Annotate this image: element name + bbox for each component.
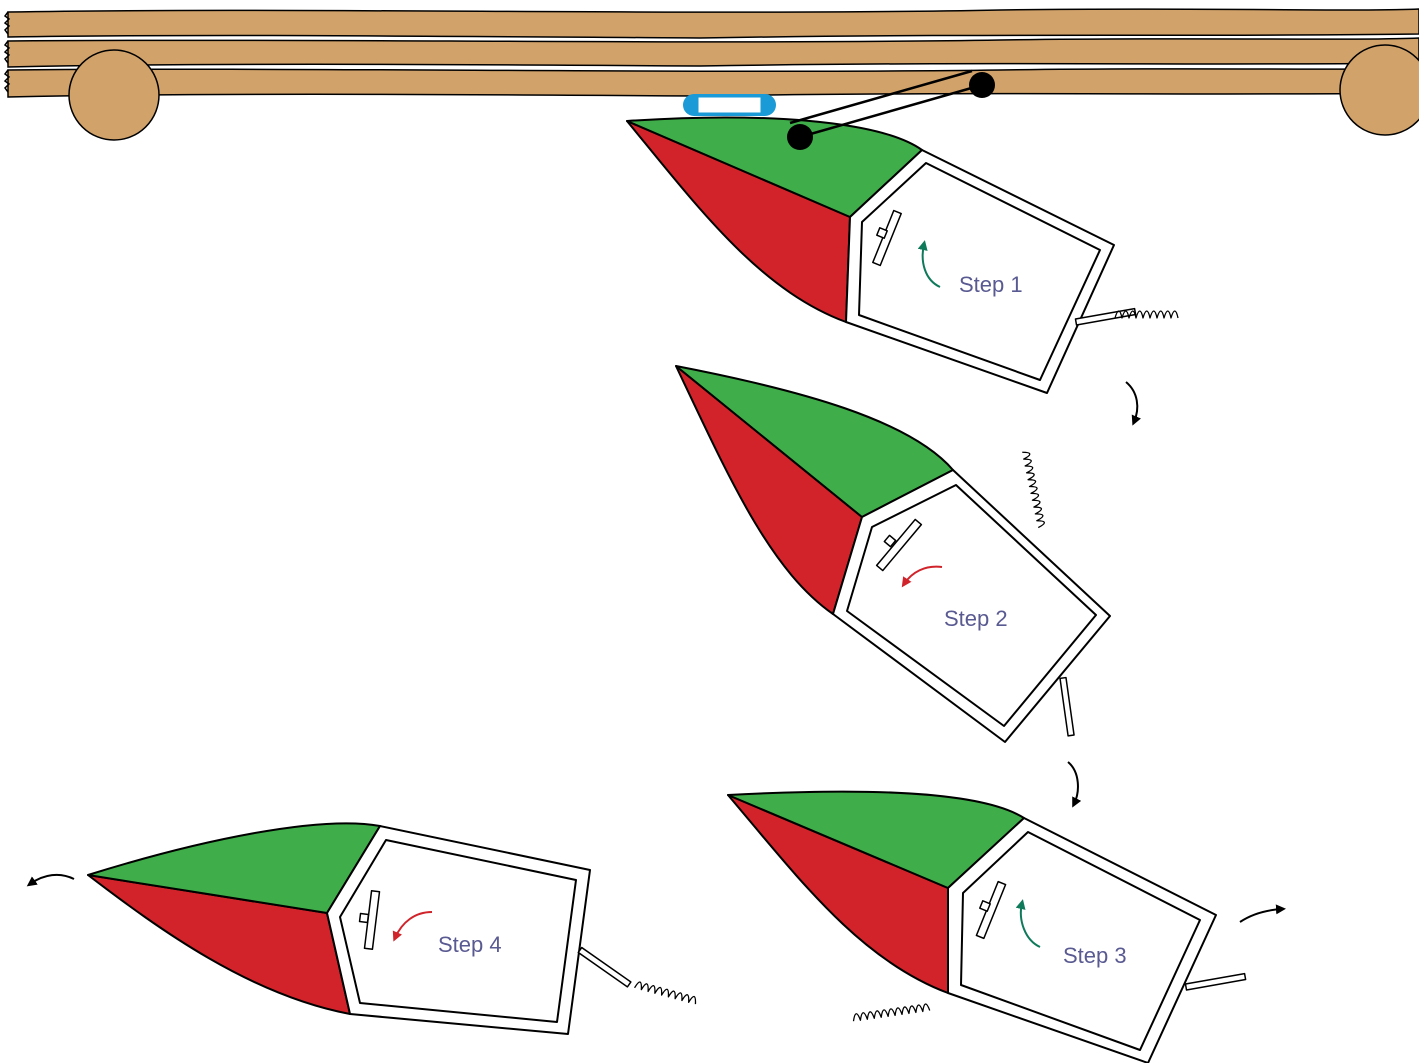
box-inner-2 xyxy=(846,484,1097,727)
pulley-lower xyxy=(787,124,813,150)
red-cone-1 xyxy=(626,120,851,323)
step-2-label: Step 2 xyxy=(944,606,1008,631)
rotation-arrow-3 xyxy=(1015,899,1041,948)
rotation-arrow-2 xyxy=(901,565,943,588)
rotation-arrow-1 xyxy=(917,240,941,288)
right-roller xyxy=(1339,44,1419,136)
green-cone-3 xyxy=(727,790,1025,889)
red-cone-4 xyxy=(87,874,351,1015)
door-latch-2 xyxy=(883,534,897,548)
door-latch-3 xyxy=(979,900,991,912)
stage-3 xyxy=(727,790,1247,1063)
step-3-label: Step 3 xyxy=(1063,943,1127,968)
lever-2 xyxy=(1059,676,1075,737)
arrow-step1-to-step2 xyxy=(1125,381,1141,426)
pulley-upper xyxy=(969,72,995,98)
transition-arrows xyxy=(26,381,1286,923)
spring-2 xyxy=(1022,451,1045,529)
door-latch-4 xyxy=(358,912,370,924)
spring-3 xyxy=(852,1003,931,1022)
spring-4 xyxy=(634,981,697,1005)
arrow-step2-to-step3 xyxy=(1067,761,1082,808)
left-roller xyxy=(68,49,160,141)
green-cone-2 xyxy=(675,365,954,518)
stage-1 xyxy=(626,116,1179,394)
box-inner-3 xyxy=(960,831,1201,1051)
box-inner-4 xyxy=(339,839,577,1023)
clip-inner xyxy=(697,96,762,114)
cord xyxy=(789,69,983,139)
box-inner-1 xyxy=(858,162,1101,381)
lever-3 xyxy=(1184,972,1247,991)
step-1-label: Step 1 xyxy=(959,272,1023,297)
red-cone-3 xyxy=(727,794,949,994)
lever-4 xyxy=(577,946,632,988)
arrow-step4-exit xyxy=(26,873,75,887)
rotation-arrow-4 xyxy=(392,911,433,942)
door-handle-2 xyxy=(875,518,923,572)
red-cone-2 xyxy=(675,365,863,615)
green-cone-4 xyxy=(87,822,381,914)
door-latch-1 xyxy=(876,227,888,239)
stage-2 xyxy=(675,365,1111,743)
spring-1 xyxy=(1114,310,1179,319)
green-cone-1 xyxy=(626,116,923,218)
arrow-step3-exit xyxy=(1239,904,1286,923)
wood-beams xyxy=(3,8,1419,98)
step-4-label: Step 4 xyxy=(438,932,502,957)
stage-4 xyxy=(87,822,697,1035)
